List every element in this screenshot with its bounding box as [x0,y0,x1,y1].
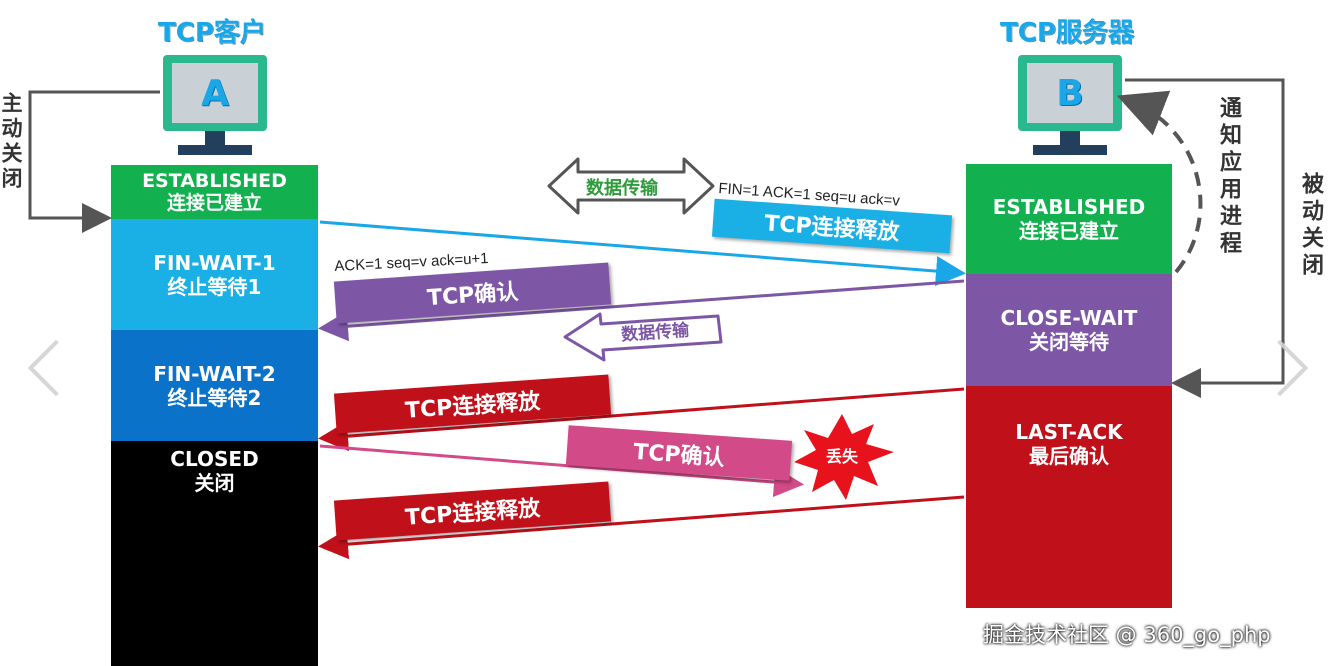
client-monitor-stand [205,131,225,145]
watermark: 掘金技术社区 @ 360_go_php [983,623,1271,647]
client-state-fin-wait-1-name: FIN-WAIT-1 [153,250,276,275]
server-letter: B [1056,72,1084,114]
client-state-fin-wait-2-sub: 终止等待2 [167,385,262,410]
data-transfer-mid-label: 数据传输 [620,320,690,346]
client-state-fin-wait-2-name: FIN-WAIT-2 [153,361,276,386]
server-state-last-ack-name: LAST-ACK [1015,420,1123,444]
fin2-retry-line [318,495,965,560]
notify-arc [1116,90,1203,274]
data-transfer-top-label: 数据传输 [586,178,658,199]
server-state-established-sub: 连接已建立 [1019,219,1119,243]
fin1-line [319,220,966,287]
server-state-established-name: ESTABLISHED [992,195,1146,219]
ack1-banner-label: TCP确认 [426,279,520,312]
client-state-established-sub: 连接已建立 [166,192,262,214]
client-letter: A [201,72,229,114]
server-monitor-stand [1060,131,1080,145]
server-state-last-ack: LAST-ACK 最后确认 [966,386,1172,608]
data-transfer-double-arrow [547,157,715,215]
data-transfer-left-arrow [563,312,723,362]
server-monitor-base [1033,145,1107,155]
server-state-last-ack-sub: 最后确认 [1029,444,1109,468]
fin2-retry-banner-label: TCP连接释放 [404,496,542,531]
ack2-line [319,444,804,498]
client-state-fin-wait-1-sub: 终止等待1 [167,274,262,299]
client-state-closed-sub: 关闭 [194,471,235,495]
lost-burst-icon [794,414,894,500]
client-side-label: 主动关闭 [0,92,23,192]
fin2-banner-label: TCP连接释放 [404,389,542,424]
server-title: TCP服务器 [1000,18,1134,48]
server-state-close-wait-sub: 关闭等待 [1029,330,1109,354]
client-monitor-base [178,145,252,155]
server-monitor-icon: B [1018,55,1122,131]
client-state-closed-name: CLOSED [170,447,259,471]
server-side-label: 被动关闭 [1298,172,1323,280]
server-bracket-line [1125,78,1285,398]
server-state-close-wait-name: CLOSE-WAIT [1000,306,1138,330]
client-bracket-line [28,90,160,233]
ack1-line [318,279,965,342]
server-state-close-wait: CLOSE-WAIT 关闭等待 [966,274,1172,386]
fin1-banner-label: TCP连接释放 [763,211,901,246]
client-state-fin-wait-2: FIN-WAIT-2 终止等待2 [111,330,318,441]
client-state-established-name: ESTABLISHED [142,170,287,192]
server-state-established: ESTABLISHED 连接已建立 [966,164,1172,274]
client-state-closed: CLOSED 关闭 [111,441,318,666]
client-state-established: ESTABLISHED 连接已建立 [111,165,318,219]
client-monitor-icon: A [163,55,267,131]
ack2-banner-label: TCP确认 [632,439,726,472]
server-notify-label: 通知应用进程 [1216,96,1241,258]
fin2-line [318,387,965,452]
client-state-fin-wait-1: FIN-WAIT-1 终止等待1 [111,219,318,330]
lost-label: 丢失 [826,447,859,466]
client-title: TCP客户 [158,18,266,48]
